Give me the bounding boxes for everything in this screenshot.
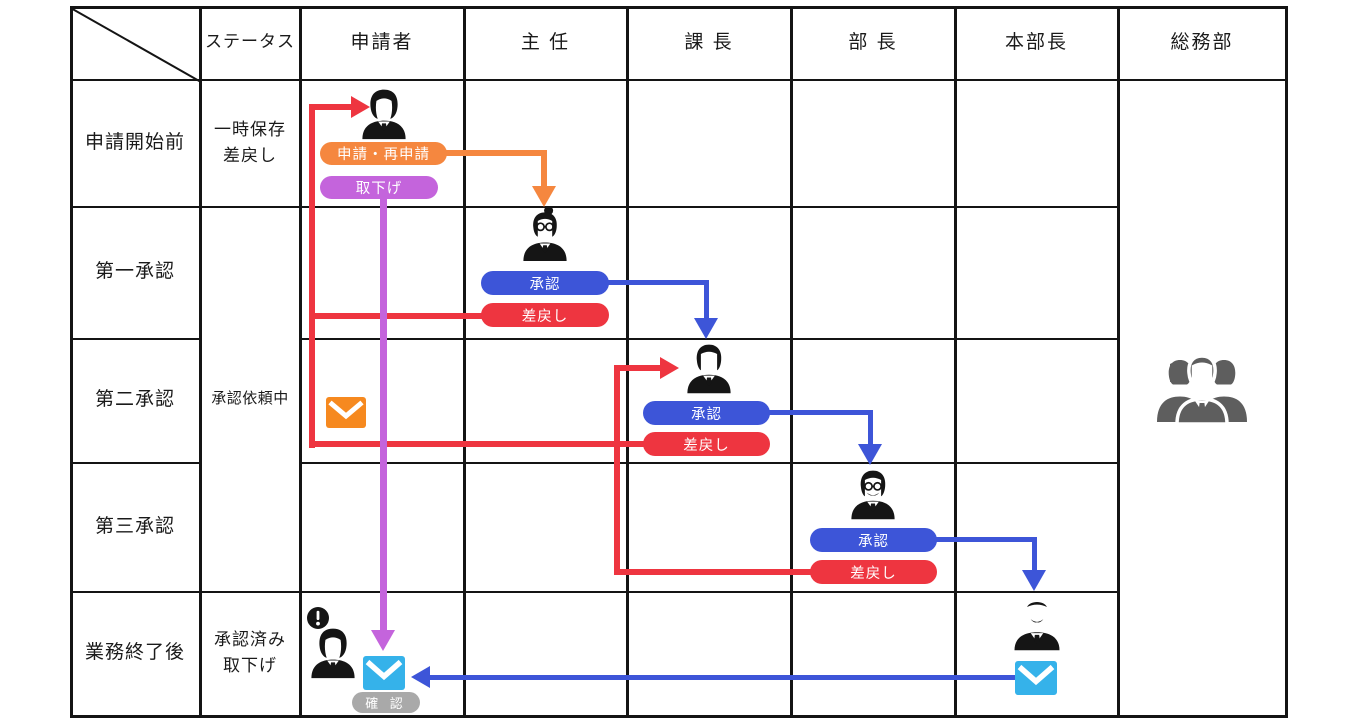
grid-border-bottom — [70, 715, 1288, 718]
column-header-general-manager: 本部長 — [1004, 31, 1068, 53]
applicant-person-icon — [362, 89, 406, 140]
chief-approve-button[interactable]: 承認 — [481, 271, 609, 295]
grid-line — [300, 461, 1120, 464]
department-manager-sendback-button[interactable]: 差戻し — [810, 560, 937, 584]
row-label-first-approval: 第一承認 — [94, 261, 175, 283]
grid-line — [463, 6, 466, 718]
arrow-segment — [614, 365, 662, 371]
status-after-completion: 承認済み取下げ — [214, 629, 286, 675]
arrow-segment — [309, 104, 351, 110]
corner-diagonal-line — [70, 7, 201, 83]
exclamation-badge-icon — [307, 607, 329, 629]
row-label-before-application: 申請開始前 — [84, 132, 185, 154]
arrow-segment — [936, 537, 1037, 542]
chief-sendback-button[interactable]: 差戻し — [481, 303, 609, 327]
notification-envelope-orange-icon — [326, 397, 366, 428]
column-header-applicant: 申請者 — [350, 31, 414, 53]
confirmation-envelope-cyan-icon — [363, 656, 405, 690]
arrow-segment — [868, 410, 873, 445]
arrowhead — [370, 630, 395, 651]
arrow-segment — [704, 280, 709, 319]
withdraw-button[interactable]: 取下げ — [320, 176, 438, 199]
grid-line — [70, 461, 202, 464]
column-header-chief: 主 任 — [520, 31, 571, 53]
grid-line — [70, 337, 202, 340]
row-label-third-approval: 第三承認 — [94, 515, 175, 537]
status-approval-in-progress: 承認依頼中 — [211, 389, 289, 407]
column-header-status: ステータス — [205, 32, 295, 52]
column-header-department-manager: 部 長 — [848, 31, 898, 53]
arrow-segment — [309, 441, 645, 447]
arrowhead — [351, 96, 370, 118]
section-manager-person-icon — [687, 344, 731, 394]
general-manager-person-icon — [1014, 601, 1060, 651]
grid-line — [954, 6, 957, 718]
arrowhead — [411, 666, 430, 688]
general-manager-envelope-cyan-icon — [1015, 661, 1057, 695]
grid-line — [1117, 6, 1120, 718]
arrow-segment — [769, 410, 873, 415]
grid-line — [299, 6, 302, 718]
confirm-badge: 確 認 — [352, 692, 420, 713]
section-manager-sendback-button[interactable]: 差戻し — [643, 432, 770, 456]
arrowhead — [660, 357, 679, 379]
grid-line — [70, 78, 1288, 81]
general-affairs-group-icon — [1157, 354, 1247, 426]
arrowhead — [858, 444, 882, 465]
arrow-segment — [1032, 537, 1037, 572]
chief-person-icon — [523, 206, 567, 261]
arrow-segment — [309, 313, 483, 319]
arrow-segment — [541, 150, 547, 187]
column-header-section-manager: 課 長 — [684, 31, 734, 53]
grid-line — [626, 6, 629, 718]
arrowhead — [1022, 570, 1046, 591]
grid-line — [70, 205, 1120, 208]
arrow-segment — [608, 280, 707, 285]
apply-button[interactable]: 申請・再申請 — [320, 142, 447, 165]
arrow-segment — [445, 150, 547, 156]
grid-line — [70, 590, 1120, 593]
department-manager-person-icon — [851, 470, 895, 520]
row-label-second-approval: 第二承認 — [94, 389, 175, 411]
arrow-segment — [429, 674, 1015, 680]
grid-line — [199, 6, 202, 718]
arrow-segment — [614, 365, 620, 575]
arrowhead — [531, 186, 556, 207]
grid-border-right — [1285, 6, 1288, 718]
arrow-segment — [309, 104, 315, 448]
status-before-application: 一時保存差戻し — [214, 119, 286, 165]
grid-line — [790, 6, 793, 718]
arrow-segment — [380, 198, 387, 631]
column-header-general-affairs: 総務部 — [1170, 31, 1234, 53]
department-manager-approve-button[interactable]: 承認 — [810, 528, 937, 552]
arrow-segment — [614, 569, 812, 575]
grid-border-left — [70, 6, 73, 718]
section-manager-approve-button[interactable]: 承認 — [643, 401, 770, 425]
arrowhead — [694, 318, 718, 339]
row-label-after-completion: 業務終了後 — [84, 642, 185, 664]
applicant-done-person-icon — [311, 628, 355, 679]
grid-border-top — [70, 6, 1288, 9]
